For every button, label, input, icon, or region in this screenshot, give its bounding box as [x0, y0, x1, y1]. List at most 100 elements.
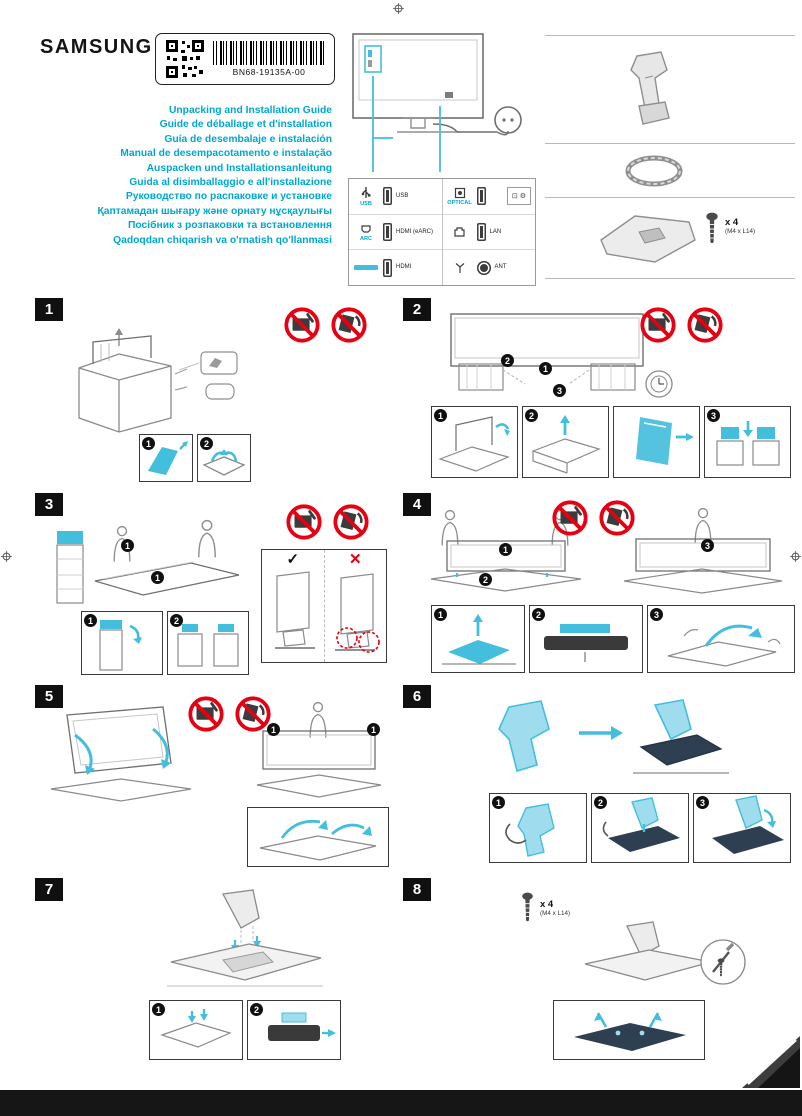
usb-tag: USB: [360, 200, 372, 207]
hdmi-earc-port: [383, 223, 392, 241]
lan-port-name: LAN: [489, 228, 502, 235]
step-7: 7 1 2: [35, 878, 390, 1063]
step-4-subpanel-3: 3: [647, 605, 795, 673]
step-1-illustration: [78, 328, 238, 433]
divider: [545, 197, 795, 198]
port-row-ant: ANT: [442, 249, 535, 285]
title-fr: Guide de déballage et d'installation: [159, 119, 332, 131]
port-row-lan: LAN: [442, 213, 535, 250]
no-tilt-panel-icon: [330, 306, 368, 344]
ant-port: [476, 260, 491, 275]
ports-column-right: OPTICAL ⊡⚙ LAN ANT: [441, 179, 536, 285]
product-label: BN68-19135A-00: [155, 33, 335, 85]
substep-badge: 1: [84, 614, 97, 627]
title-kk: Қаптамадан шығару және орнату нұсқаулығы: [97, 205, 333, 217]
step-7-subpanels: 1 2: [149, 1000, 341, 1060]
lan-port: [476, 223, 486, 241]
substep-badge: 1: [142, 437, 155, 450]
foam-blocks-art: [177, 624, 239, 667]
lift-box-art: [202, 449, 246, 476]
step-3-illustration: [56, 519, 240, 604]
step-1-subpanels: 1 2: [139, 434, 251, 482]
footer-bar: [0, 1090, 802, 1116]
usb-port: [383, 187, 392, 206]
foam-remove-art: [716, 421, 780, 466]
title-es: Guía de desembalaje e instalación: [164, 133, 332, 145]
screw-count: x 4: [540, 898, 554, 910]
barcode: [213, 41, 325, 65]
gear-icon: ⚙: [519, 193, 527, 201]
step-2-subpanel-2: 2: [522, 406, 609, 478]
part-code: BN68-19135A-00: [232, 67, 306, 77]
qr-code: [165, 39, 205, 79]
substep-badge: 1: [434, 409, 447, 422]
no-press-panel-icon: [187, 695, 225, 733]
step-7-subpanel-2: 2: [247, 1000, 341, 1060]
substep-badge: 2: [532, 608, 545, 621]
hdmi-icon: [361, 224, 371, 233]
optical-icon: [454, 187, 465, 198]
cross-icon: ✕: [348, 551, 362, 568]
step-6-number: 6: [403, 685, 431, 708]
substep-badge: 2: [200, 437, 213, 450]
port-row-hdmi-earc: ARC HDMI (eARC): [349, 213, 442, 250]
no-press-panel-icon: [639, 306, 677, 344]
divider: [545, 143, 795, 144]
screw-icon: [521, 892, 534, 924]
screw-fasten-art: [574, 1012, 686, 1051]
step-7-subpanel-1: 1: [149, 1000, 243, 1060]
crop-mark-left: [1, 551, 12, 562]
screw-quantity: x 4 (M4 x L14): [725, 217, 756, 236]
port-row-optical: OPTICAL ⊡⚙: [443, 179, 536, 214]
bracket-lift-art: [442, 614, 516, 665]
flap-open-art: [148, 441, 188, 475]
step-4-illustration-right: [623, 507, 783, 594]
incorrect-placement-art: [335, 573, 381, 653]
title-ru: Руководство по распаковке и установке: [125, 191, 332, 203]
step-2-subpanels: 1 2: [431, 406, 791, 478]
substep-badge: 2: [170, 614, 183, 627]
no-press-panel-icon: [551, 499, 589, 537]
ports-column-left: USB USB ARC HDMI (eARC) HDMI: [349, 179, 442, 285]
correct-column: ✓: [262, 550, 324, 662]
ports-panel: USB USB ARC HDMI (eARC) HDMI: [348, 178, 536, 286]
incorrect-column: ✕: [323, 550, 387, 662]
screw-count: x 4: [725, 217, 739, 228]
insert-base-art: [602, 797, 680, 852]
step-4-illustration-left: [430, 509, 582, 592]
title-en: Unpacking and Installation Guide: [168, 105, 332, 116]
callout-1a: 1: [121, 539, 134, 552]
screw-icon: [705, 212, 719, 246]
step-7-number: 7: [35, 878, 63, 901]
callout-1b: 1: [367, 723, 380, 736]
step-2: 2 1 2 3 1: [403, 298, 792, 483]
cable-ring-accessory: [625, 155, 683, 187]
crop-mark-right: [790, 551, 801, 562]
step-5-subpanel: [247, 807, 389, 867]
substep-badge: 1: [492, 796, 505, 809]
service-icons: ⊡⚙: [507, 187, 531, 206]
step-3-warnings: [285, 503, 370, 541]
callout-3: 3: [701, 539, 714, 552]
divider: [545, 35, 795, 36]
no-press-panel-icon: [285, 503, 323, 541]
step-4-subpanel-2: 2: [529, 605, 643, 673]
usb-port-name: USB: [396, 192, 409, 199]
step-4: 4 1 2 3 1: [403, 493, 795, 678]
stand-base-accessory: [600, 215, 696, 263]
optical-tag: OPTICAL: [447, 199, 472, 206]
foam-stack-art: [99, 620, 142, 671]
substep-badge: 3: [650, 608, 663, 621]
title-uz: Qadoqdan chiqarish va o'rnatish qo'llanm…: [113, 234, 332, 246]
substep-badge: 2: [594, 796, 607, 809]
step-4-subpanel-1: 1: [431, 605, 525, 673]
step-6-subpanel-1: 1: [489, 793, 587, 863]
step-6-subpanel-3: 3: [693, 793, 791, 863]
callout-2: 2: [479, 573, 492, 586]
arc-tag: ARC: [359, 235, 373, 242]
step-6-subpanel-2: 2: [591, 793, 689, 863]
callout-2: 2: [501, 354, 514, 367]
no-tilt-panel-icon: [332, 503, 370, 541]
title-de: Auspacken und Installationsanleitung: [146, 162, 332, 174]
screw-spec: (M4 x L14): [725, 228, 756, 235]
